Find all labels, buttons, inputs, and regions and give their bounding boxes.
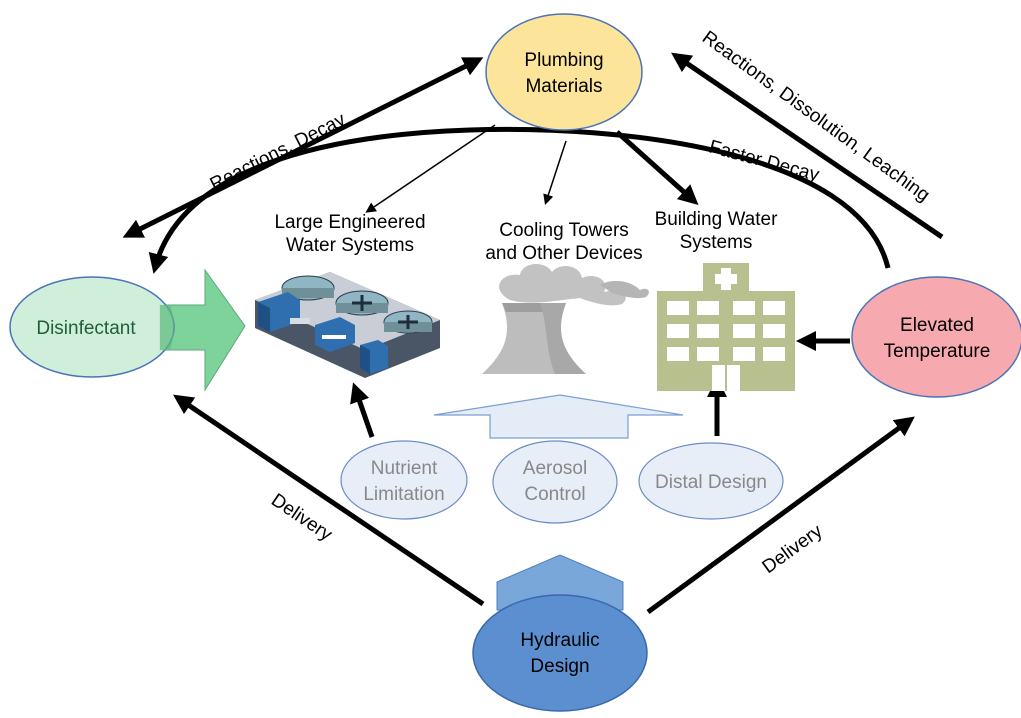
node-plumbing-line2: Materials [525,76,602,97]
node-aerosol-line1: Aerosol [523,458,587,479]
label-cooling-line2: and Other Devices [485,243,642,264]
arrow-delivery-right [646,416,915,615]
arrow-reactions-decay [122,57,484,238]
node-elevated-line1: Elevated [900,315,974,336]
label-cooling-line1: Cooling Towers [499,220,629,241]
node-plumbing-materials: Plumbing Materials [485,13,643,131]
water-treatment-plant-icon [255,272,440,378]
arrow-nutrient-large [350,382,375,438]
arrow-faster-decay [148,126,891,274]
label-large-systems-line1: Large Engineered [274,212,425,233]
node-disinfectant-label: Disinfectant [36,318,136,339]
node-nutrient-line2: Limitation [363,484,444,505]
node-distal-design: Distal Design [638,442,784,520]
cooling-tower-icon [482,264,649,374]
light-up-arrow [433,394,684,439]
arrow-plumbing-building [615,130,699,206]
node-elevated-line2: Temperature [884,341,991,362]
node-aerosol-control: Aerosol Control [492,440,618,524]
node-hydraulic-line1: Hydraulic [520,630,599,651]
label-delivery-right: Delivery [759,520,827,578]
node-nutrient-limitation: Nutrient Limitation [340,440,468,520]
node-disinfectant: Disinfectant [9,268,246,392]
label-building-line1: Building Water [655,209,779,230]
arrow-delivery-left [173,394,485,607]
hospital-building-icon [657,263,795,391]
label-building-line2: Systems [680,232,753,253]
label-large-systems-line2: Water Systems [286,235,414,256]
node-hydraulic-design: Hydraulic Design [472,594,648,712]
node-nutrient-line1: Nutrient [371,458,438,479]
node-distal-label: Distal Design [655,472,767,493]
arrow-reactions-dissolution [671,52,944,240]
node-hydraulic-line2: Design [530,656,589,677]
label-reactions-decay: Reactions, Decay [207,109,350,196]
node-aerosol-line2: Control [524,484,585,505]
arrow-plumbing-large [365,124,496,213]
arrow-plumbing-cooling [543,140,567,205]
node-plumbing-line1: Plumbing [524,50,603,71]
node-elevated-temperature: Elevated Temperature [851,276,1021,398]
